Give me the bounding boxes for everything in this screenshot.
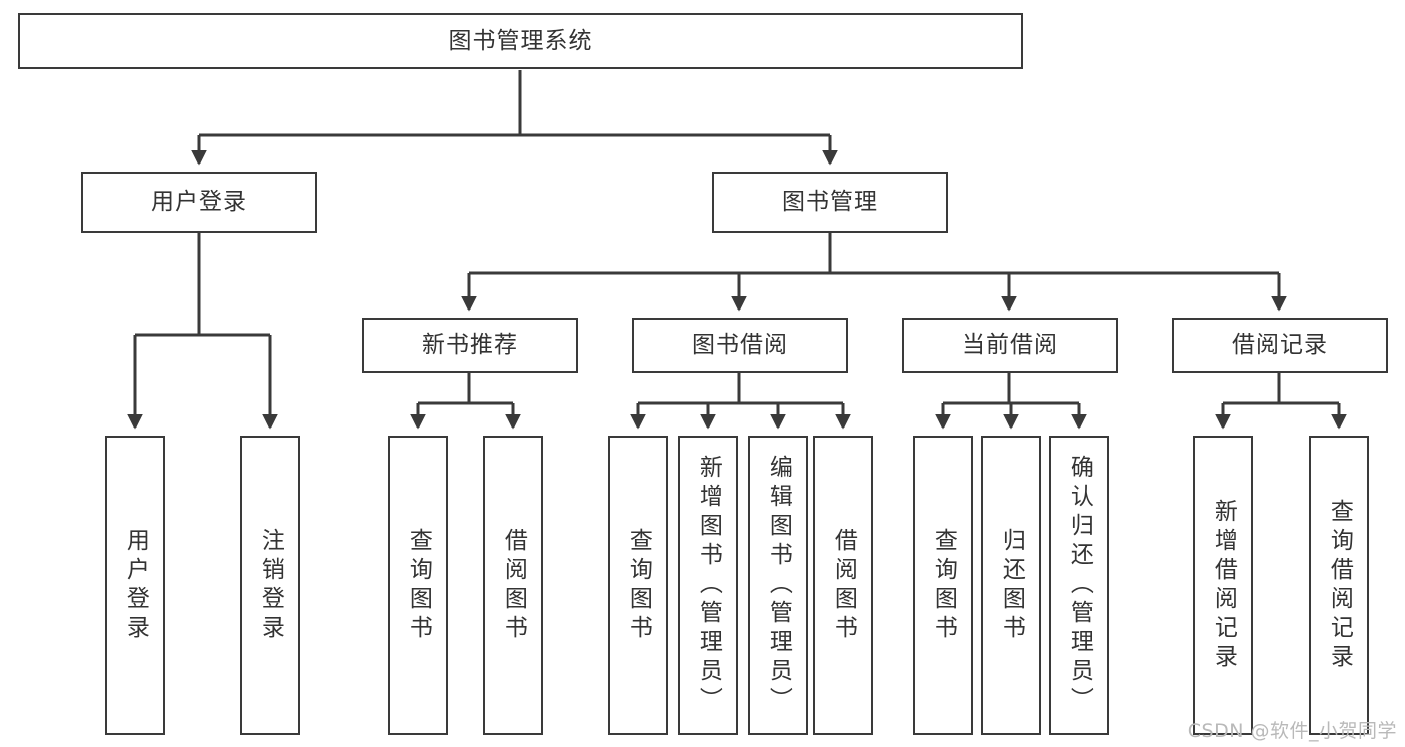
node-book-borrow[interactable]: 图书借阅 (632, 318, 848, 373)
node-label: 注销登录 (257, 527, 284, 644)
leaf-logout[interactable]: 注销登录 (240, 436, 300, 735)
node-new-book-recommendation[interactable]: 新书推荐 (362, 318, 578, 373)
node-user-login[interactable]: 用户登录 (81, 172, 317, 233)
node-label: 查询图书 (930, 527, 957, 644)
node-label: 当前借阅 (962, 332, 1058, 359)
node-label: 新书推荐 (422, 332, 518, 359)
node-label: 图书管理系统 (448, 27, 593, 54)
node-root-system[interactable]: 图书管理系统 (18, 13, 1023, 69)
node-label: 借阅记录 (1232, 332, 1328, 359)
node-label: 用户登录 (122, 527, 149, 644)
node-label: 查询图书 (625, 527, 652, 644)
leaf-return-book[interactable]: 归还图书 (981, 436, 1041, 735)
leaf-borrow-book[interactable]: 借阅图书 (813, 436, 873, 735)
node-borrow-records[interactable]: 借阅记录 (1172, 318, 1388, 373)
leaf-query-book-current[interactable]: 查询图书 (913, 436, 973, 735)
leaf-borrow-book-new[interactable]: 借阅图书 (483, 436, 543, 735)
node-label: 归还图书 (998, 527, 1025, 644)
leaf-add-book-admin[interactable]: 新增图书（管理员） (678, 436, 738, 735)
node-label: 图书管理 (782, 189, 878, 216)
leaf-confirm-return-admin[interactable]: 确认归还（管理员） (1049, 436, 1109, 735)
node-label: 新增借阅记录 (1210, 498, 1237, 673)
node-label: 借阅图书 (830, 527, 857, 644)
leaf-edit-book-admin[interactable]: 编辑图书（管理员） (748, 436, 808, 735)
leaf-query-book-borrow[interactable]: 查询图书 (608, 436, 668, 735)
node-current-borrow[interactable]: 当前借阅 (902, 318, 1118, 373)
node-label: 用户登录 (151, 189, 247, 216)
leaf-query-book-new[interactable]: 查询图书 (388, 436, 448, 735)
leaf-user-login[interactable]: 用户登录 (105, 436, 165, 735)
node-label: 确认归还（管理员） (1066, 455, 1093, 716)
node-label: 编辑图书（管理员） (765, 455, 792, 716)
node-label: 借阅图书 (500, 527, 527, 644)
leaf-query-borrow-record[interactable]: 查询借阅记录 (1309, 436, 1369, 735)
node-label: 查询图书 (405, 527, 432, 644)
node-label: 查询借阅记录 (1326, 498, 1353, 673)
node-label: 图书借阅 (692, 332, 788, 359)
node-label: 新增图书（管理员） (695, 455, 722, 716)
leaf-add-borrow-record[interactable]: 新增借阅记录 (1193, 436, 1253, 735)
node-book-management[interactable]: 图书管理 (712, 172, 948, 233)
